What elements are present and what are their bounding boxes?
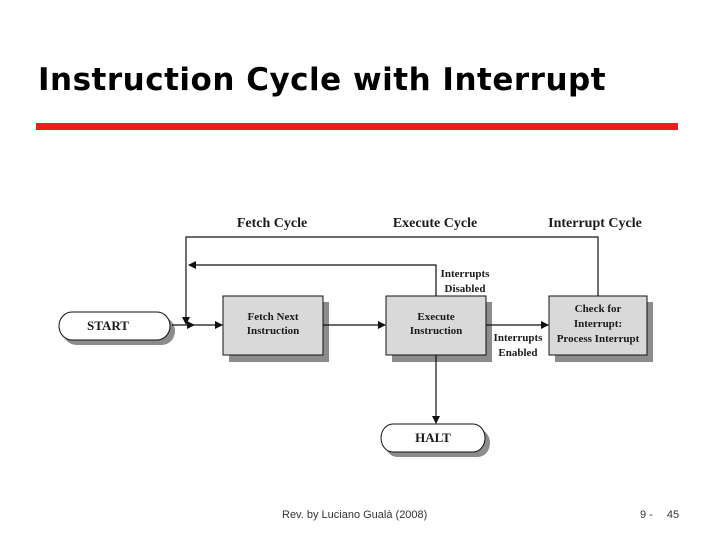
fetch-node: Fetch Next Instruction: [222, 295, 329, 362]
check-label-line1: Check for: [575, 303, 622, 315]
start-label: START: [87, 318, 129, 333]
arrow-check-loop-to-fetch: [182, 236, 599, 325]
footer-page-number: 9 - 45: [640, 509, 693, 521]
title-divider: [36, 123, 678, 130]
check-interrupt-node: Check for Interrupt: Process Interrupt: [548, 295, 653, 362]
footer-section: 9 -: [640, 509, 653, 521]
connectors: [172, 236, 599, 424]
interrupts-disabled-line1: Interrupts: [441, 268, 491, 280]
check-label-line2: Interrupt:: [574, 318, 622, 330]
header-fetch-cycle: Fetch Cycle: [237, 216, 307, 231]
fetch-label-line1: Fetch Next: [247, 311, 298, 323]
header-execute-cycle: Execute Cycle: [393, 216, 477, 231]
header-interrupt-cycle: Interrupt Cycle: [548, 216, 642, 231]
interrupts-enabled-line2: Enabled: [498, 347, 537, 359]
interrupts-enabled-line1: Interrupts: [494, 332, 544, 344]
halt-node: HALT: [380, 423, 490, 457]
footer-page: 45: [666, 509, 680, 521]
start-node: START: [58, 311, 175, 345]
interrupts-disabled-line2: Disabled: [445, 283, 486, 295]
execute-label-line1: Execute: [417, 311, 454, 323]
footer-credit: Rev. by Luciano Gualà (2008): [282, 509, 428, 521]
execute-label-line2: Instruction: [410, 325, 463, 337]
check-label-line3: Process Interrupt: [557, 333, 640, 345]
fetch-label-line2: Instruction: [247, 325, 300, 337]
slide-title: Instruction Cycle with Interrupt: [38, 62, 607, 98]
halt-label: HALT: [415, 430, 451, 445]
arrow-interrupts-disabled-loop: [188, 261, 437, 296]
execute-node: Execute Instruction: [385, 295, 492, 362]
